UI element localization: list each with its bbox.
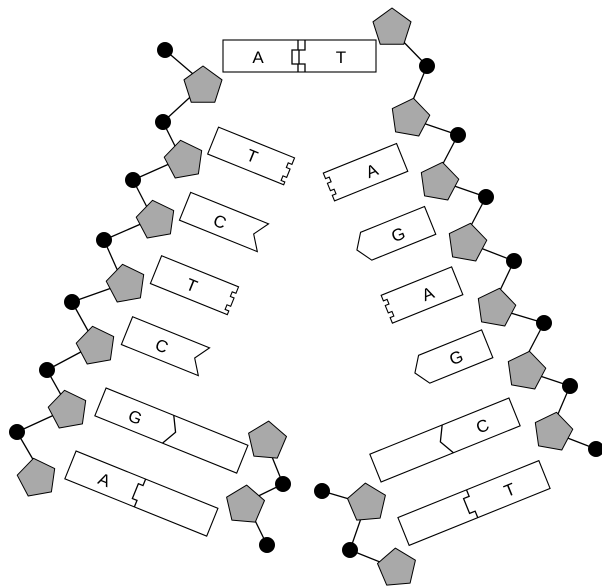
right-base-1: A [322,142,409,202]
sugar-pentagon [347,482,386,521]
sugar-pentagon [47,389,87,429]
top-pair-left-label: A [252,48,264,67]
sugar-pentagon [377,547,416,586]
sugar-pentagon [507,350,547,390]
sugar-pentagon [226,484,265,523]
phosphate [506,253,522,269]
left-base-4: C [120,316,211,377]
sugar-pentagon [477,287,517,327]
sugar-pentagon [163,139,203,179]
sugar-pentagon [248,420,287,459]
phosphate [562,378,578,394]
left-base-3: T [149,255,240,316]
left-base-5-label: G [125,406,144,429]
sugar-pentagon [534,411,574,451]
right-base-2: G [356,205,437,261]
phosphate [9,424,25,440]
sugar-pentagon [391,97,431,137]
phosphate [39,362,55,378]
phosphate [157,42,173,58]
sugar-pentagon [183,65,223,103]
sugar-pentagon [372,7,412,45]
phosphate [155,114,171,130]
phosphate [96,232,112,248]
phosphate-group [9,42,602,558]
phosphate [259,537,275,553]
sugar-pentagon [105,263,145,303]
sugar-pentagon [135,199,175,239]
right-base-4: G [414,329,494,384]
right-base-6: T [397,459,551,547]
top-pair-right-label: T [336,48,346,67]
right-base-4-label: G [447,347,466,370]
top-base-pair: A T [222,39,377,73]
phosphate [450,127,466,143]
sugar-pentagon [448,222,488,262]
sugar-pentagon [75,325,115,365]
phosphate [419,58,435,74]
phosphate [314,483,330,499]
phosphate [275,476,291,492]
phosphate [125,172,141,188]
phosphate [64,294,80,310]
left-base-6: A [64,450,219,537]
left-base-1: T [206,126,296,186]
phosphate [342,542,358,558]
phosphate [478,189,494,205]
sugar-pentagon [420,161,460,201]
phosphate [588,441,602,457]
right-base-3: A [380,266,464,324]
sugar-pentagon [16,457,56,497]
phosphate [536,315,552,331]
right-base-2-label: G [389,224,408,247]
left-base-5: G [94,387,249,474]
sugar-group [16,7,574,586]
right-base-5: C [369,397,521,483]
left-base-2: C [178,191,270,253]
